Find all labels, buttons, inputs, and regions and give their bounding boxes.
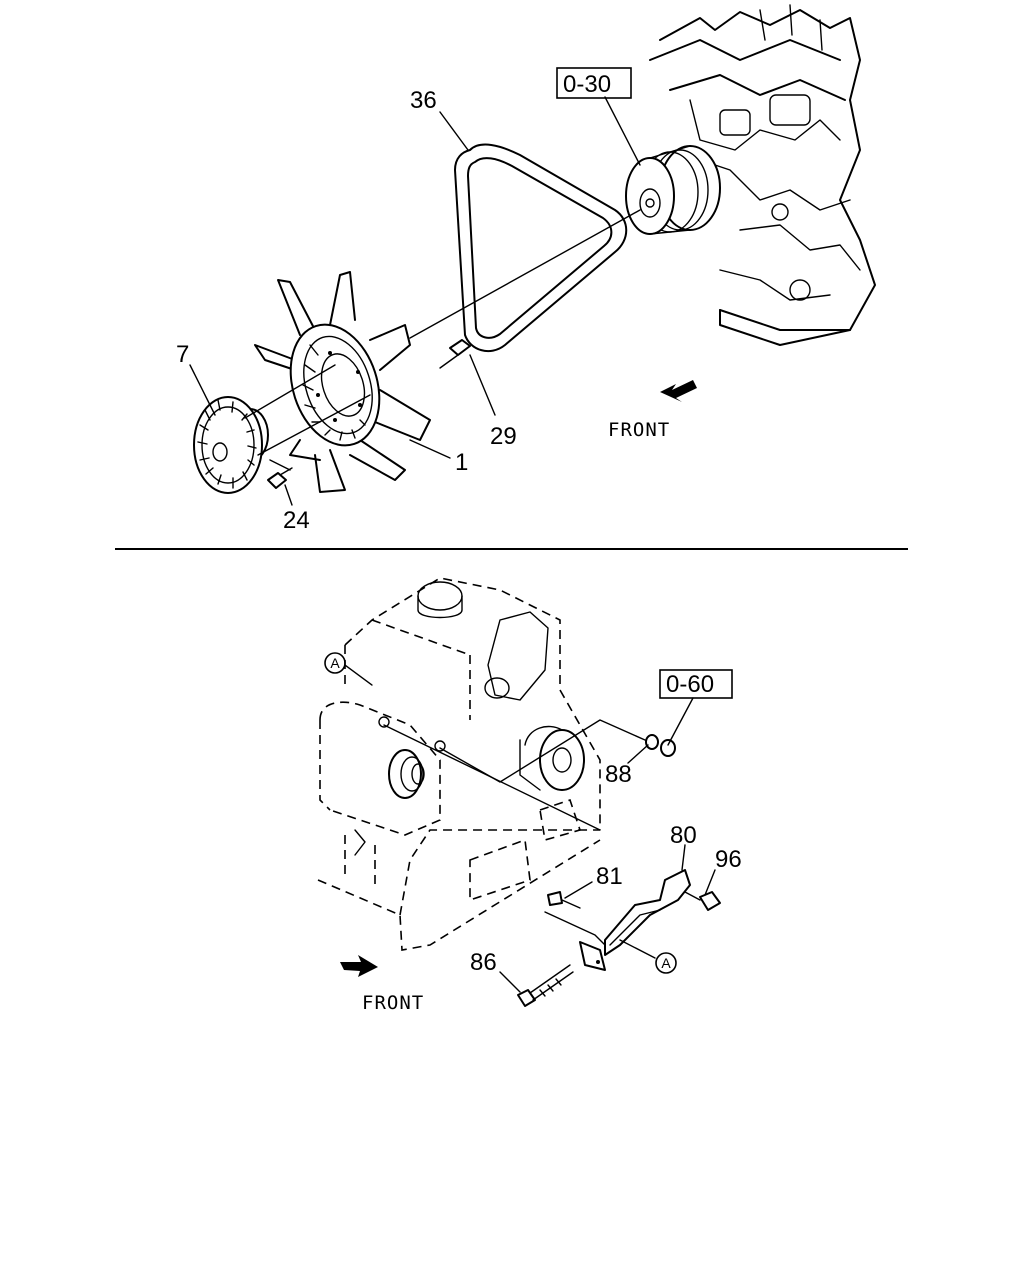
- bolt-29: [439, 339, 471, 369]
- callout-24: 24: [283, 507, 310, 534]
- bracket-80: [579, 869, 691, 971]
- svg-text:A: A: [661, 955, 671, 971]
- callout-36: 36: [410, 87, 437, 114]
- cooling-fan: [254, 271, 431, 493]
- ref-label-0-60: 0-60: [666, 671, 714, 698]
- bolt-24: [267, 467, 293, 489]
- callout-96: 96: [715, 846, 742, 873]
- front-arrow-bottom: [340, 955, 378, 977]
- engine-block-top: [649, 4, 876, 346]
- callout-81: 81: [596, 863, 623, 890]
- marker-a-lower: A: [655, 952, 677, 974]
- callout-80: 80: [670, 822, 697, 849]
- callout-29: 29: [490, 423, 517, 450]
- callout-86: 86: [470, 949, 497, 976]
- top-section: FRONT 0-30 36 7 29 1 24: [176, 4, 876, 534]
- alternator: [319, 701, 446, 890]
- callout-88: 88: [605, 761, 632, 788]
- callout-7: 7: [176, 341, 189, 368]
- ref-box-0-30: [556, 67, 632, 99]
- marker-a-upper: A: [324, 652, 346, 674]
- front-arrow-top: [660, 380, 697, 402]
- front-label-top: FRONT: [608, 419, 670, 441]
- ref-label-0-30: 0-30: [563, 71, 611, 98]
- front-label-bottom: FRONT: [362, 992, 424, 1014]
- bolt-81: [547, 891, 581, 909]
- bottom-section: A A FRONT 0-60 88 80 96 81 86: [317, 577, 742, 1014]
- drive-belt: [454, 143, 628, 353]
- water-pump-pulley: [625, 145, 721, 235]
- callout-1: 1: [455, 449, 468, 476]
- ref-box-0-60: [659, 669, 733, 699]
- fan-clutch: [193, 396, 269, 494]
- nut-88: [645, 734, 676, 757]
- svg-text:A: A: [330, 655, 340, 671]
- engine-block-bottom: [317, 577, 601, 951]
- bolt-96: [684, 891, 721, 911]
- bolt-86: [517, 964, 574, 1007]
